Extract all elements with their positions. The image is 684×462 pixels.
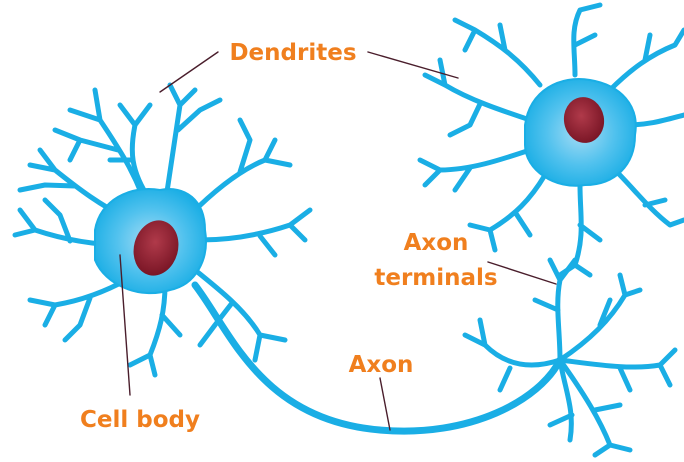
- label-axon-terminals-line1: Axon: [404, 230, 469, 256]
- axon-terminals-leader: [488, 262, 556, 284]
- dendrites-leader-left: [160, 52, 218, 92]
- label-axon-terminals-line2: terminals: [374, 265, 497, 291]
- dendrites-leader-right: [368, 52, 458, 78]
- left-neuron: [15, 85, 310, 375]
- label-cell-body: Cell body: [80, 407, 200, 433]
- label-dendrites: Dendrites: [229, 40, 356, 66]
- axon-leader: [380, 378, 390, 430]
- label-axon: Axon: [349, 352, 414, 378]
